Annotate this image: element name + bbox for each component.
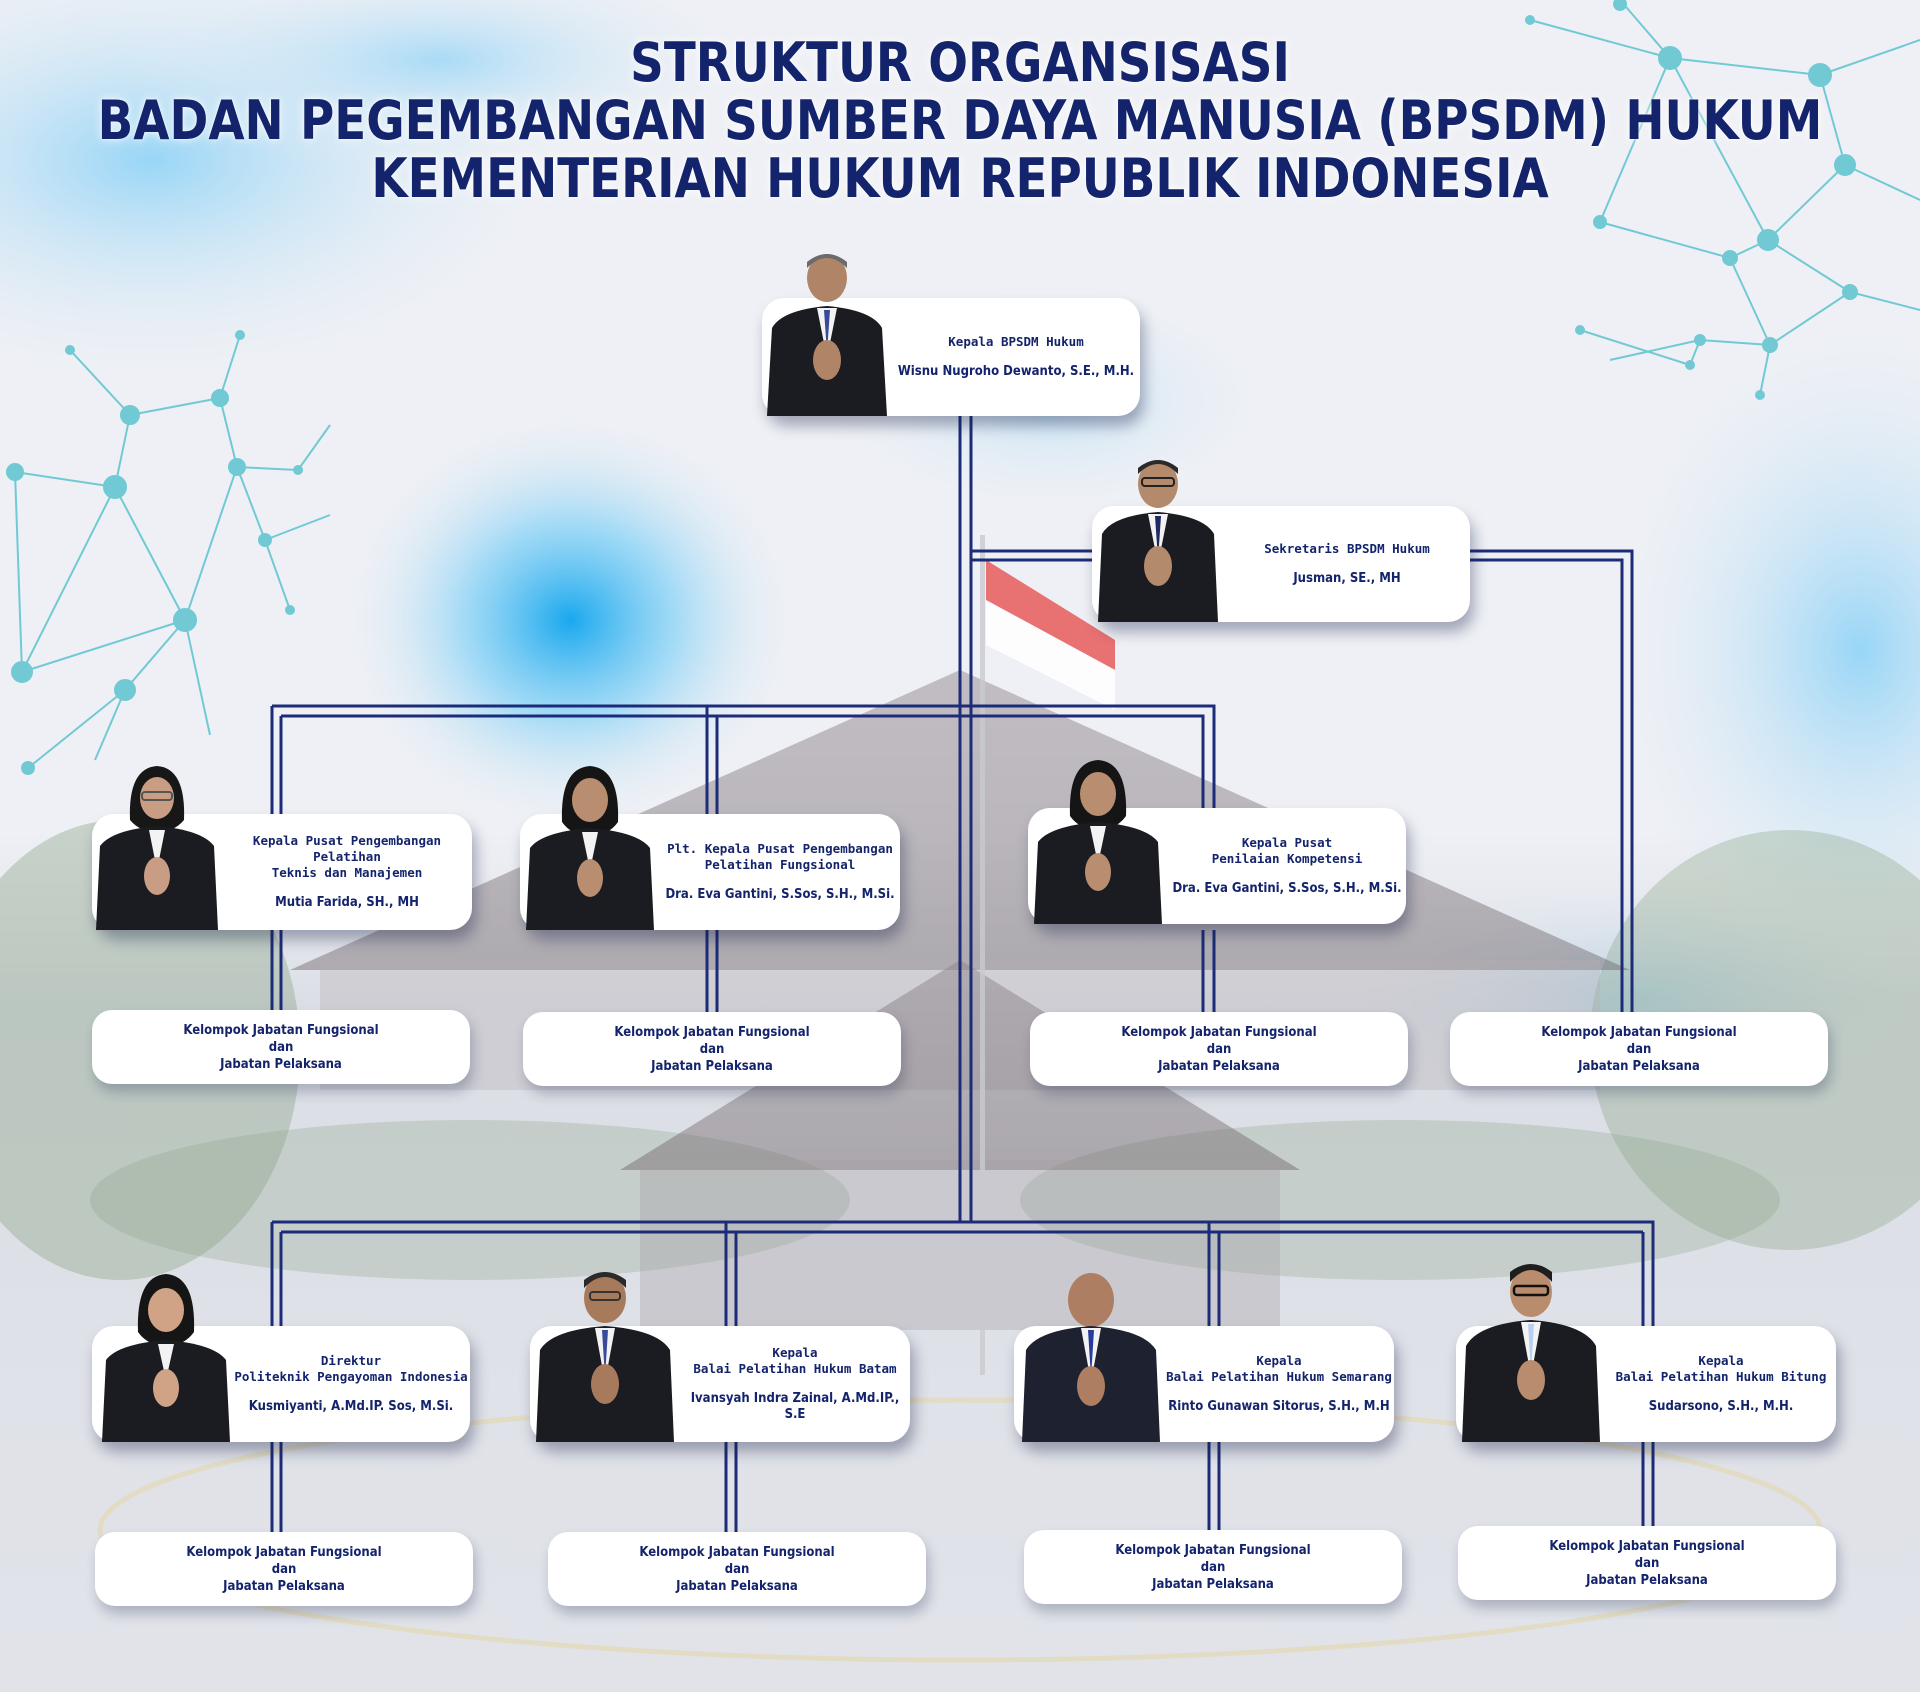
center-2-photo: [526, 766, 654, 930]
unit-1-name: Kusmiyanti, A.Md.IP. Sos, M.Si.: [248, 1399, 454, 1414]
head-name: Wisnu Nugroho Dewanto, S.E., M.H.: [897, 364, 1135, 379]
group-label-line-1: Kelompok Jabatan Fungsional dan: [1549, 1538, 1745, 1571]
center-1-role-2: Teknis dan Manajemen: [271, 865, 423, 880]
center-1-photo: [96, 766, 218, 930]
trunk-line: [958, 414, 973, 1222]
unit-4-role-1: Kepala: [1698, 1353, 1744, 1368]
unit-card-4: Kepala Balai Pelatihan Hukum Bitung Suda…: [1456, 1264, 1836, 1442]
center-3-photo: [1034, 760, 1162, 924]
group-label-line-2: Jabatan Pelaksana: [223, 1578, 345, 1594]
unit-2-role-1: Kepala: [772, 1345, 818, 1360]
group-label-line-2: Jabatan Pelaksana: [676, 1578, 798, 1594]
title-line-2: BADAN PEGEMBANGAN SUMBER DAYA MANUSIA (B…: [97, 89, 1823, 153]
unit-card-1: Direktur Politeknik Pengayoman Indonesia…: [92, 1274, 470, 1442]
unit-4-photo: [1462, 1264, 1600, 1442]
unit-1-role-1: Direktur: [320, 1353, 382, 1368]
center-1-role-1: Kepala Pusat Pengembangan Pelatihan: [252, 833, 442, 864]
group-label-line-2: Jabatan Pelaksana: [1158, 1058, 1280, 1074]
head-photo: [767, 254, 887, 416]
unit-card-2: Kepala Balai Pelatihan Hukum Batam Ivans…: [530, 1272, 910, 1442]
group-label-line-1: Kelompok Jabatan Fungsional dan: [183, 1022, 379, 1055]
group-label-line-1: Kelompok Jabatan Fungsional dan: [1541, 1024, 1737, 1057]
center-3-role-2: Penilaian Kompetensi: [1211, 851, 1363, 866]
title-line-1: STRUKTUR ORGANSISASI: [630, 31, 1290, 95]
unit-3-role-1: Kepala: [1256, 1353, 1302, 1368]
unit-3-photo: [1022, 1273, 1160, 1442]
unit-2-name: Ivansyah Indra Zainal, A.Md.IP., S.E: [690, 1391, 900, 1422]
title-line-3: KEMENTERIAN HUKUM REPUBLIK INDONESIA: [371, 147, 1549, 211]
group-label-line-1: Kelompok Jabatan Fungsional dan: [639, 1544, 835, 1577]
network-decoration-left: [6, 330, 331, 775]
group-label-line-2: Jabatan Pelaksana: [220, 1056, 342, 1072]
group-label-line-2: Jabatan Pelaksana: [651, 1058, 773, 1074]
center-2-name: Dra. Eva Gantini, S.Sos, S.H., M.Si.: [665, 887, 895, 902]
group-label-line-1: Kelompok Jabatan Fungsional dan: [1115, 1542, 1311, 1575]
unit-bar: [272, 1220, 1655, 1322]
unit-card-3: Kepala Balai Pelatihan Hukum Semarang Ri…: [1014, 1273, 1394, 1442]
chart-title: STRUKTUR ORGANSISASI BADAN PEGEMBANGAN S…: [0, 31, 1920, 211]
secretary-card: Sekretaris BPSDM Hukum Jusman, SE., MH: [1092, 460, 1470, 622]
center-card-1: Kepala Pusat Pengembangan Pelatihan Tekn…: [92, 766, 472, 930]
secretary-photo: [1098, 460, 1218, 622]
unit-3-role-2: Balai Pelatihan Hukum Semarang: [1166, 1369, 1392, 1384]
group-label-line-2: Jabatan Pelaksana: [1586, 1572, 1708, 1588]
group-label-line-2: Jabatan Pelaksana: [1152, 1576, 1274, 1592]
head-card: Kepala BPSDM Hukum Wisnu Nugroho Dewanto…: [762, 254, 1140, 416]
unit-2-photo: [536, 1272, 674, 1442]
center-bar: [272, 704, 1216, 810]
group-label-line-1: Kelompok Jabatan Fungsional dan: [1121, 1024, 1317, 1057]
unit-2-role-2: Balai Pelatihan Hukum Batam: [693, 1361, 897, 1376]
network-decoration-right: [1525, 0, 1920, 400]
group-label-line-2: Jabatan Pelaksana: [1578, 1058, 1700, 1074]
center-2-role-1: Plt. Kepala Pusat Pengembangan: [667, 841, 893, 856]
unit-3-name: Rinto Gunawan Sitorus, S.H., M.H: [1168, 1399, 1390, 1414]
group-label-line-1: Kelompok Jabatan Fungsional dan: [614, 1024, 810, 1057]
center-3-name: Dra. Eva Gantini, S.Sos, S.H., M.Si.: [1172, 881, 1402, 896]
unit-4-role-2: Balai Pelatihan Hukum Bitung: [1615, 1369, 1827, 1384]
head-role: Kepala BPSDM Hukum: [948, 334, 1084, 349]
unit-1-role-2: Politeknik Pengayoman Indonesia: [234, 1369, 468, 1384]
center-1-name: Mutia Farida, SH., MH: [275, 895, 419, 910]
center-2-role-2: Pelatihan Fungsional: [704, 857, 856, 872]
unit-1-photo: [102, 1274, 230, 1442]
secretary-role: Sekretaris BPSDM Hukum: [1264, 541, 1430, 556]
center-3-role-1: Kepala Pusat: [1241, 835, 1333, 850]
center-card-3: Kepala Pusat Penilaian Kompetensi Dra. E…: [1028, 760, 1406, 924]
secretary-name: Jusman, SE., MH: [1293, 571, 1401, 586]
center-card-2: Plt. Kepala Pusat Pengembangan Pelatihan…: [520, 766, 900, 930]
group-label-line-1: Kelompok Jabatan Fungsional dan: [186, 1544, 382, 1577]
unit-4-name: Sudarsono, S.H., M.H.: [1648, 1399, 1794, 1414]
